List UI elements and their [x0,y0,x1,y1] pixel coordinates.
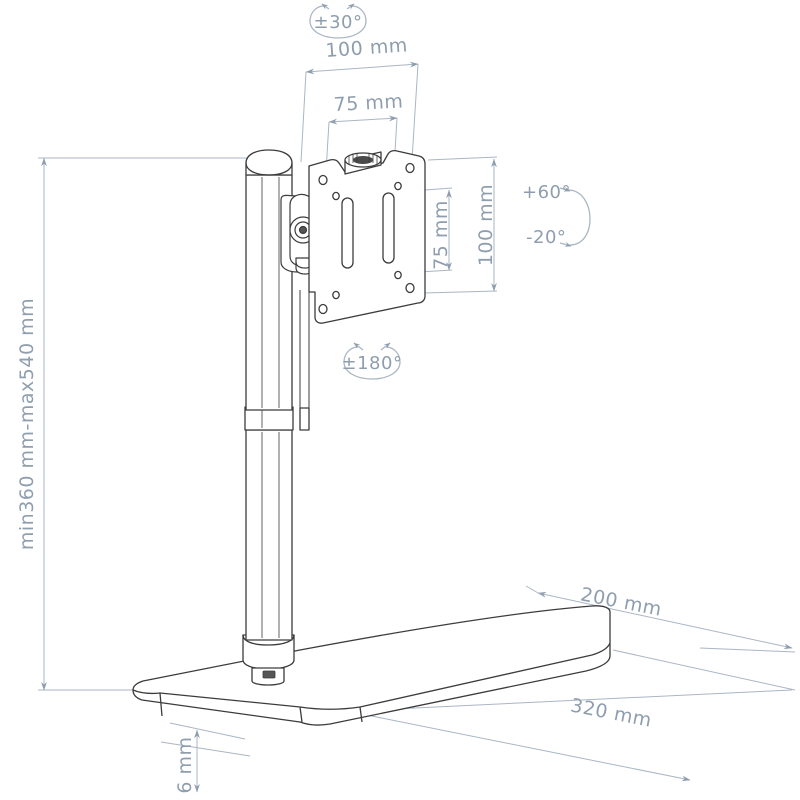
tilt-arc [567,189,591,246]
dim-line-vesa-75-width [328,115,398,125]
vesa-hole-tl [318,174,328,186]
swivel-arrow-left [321,3,330,10]
base-plate-corner-edge [159,692,163,717]
vesa-thumbscrew-knurl [348,153,378,164]
dim-line-vesa-100-width [305,61,419,75]
label-base-thickness: 6 mm [174,736,196,793]
vesa-hole-bl [318,303,328,315]
dim-line-base-depth [537,591,793,650]
base-plate-front-edge-2 [359,706,363,723]
vesa-thumbscrew-slot [353,156,373,164]
vesa-hole-inner-br [394,270,402,280]
tilt-arrow-up [559,186,571,192]
rotation-arrow-right [380,342,391,351]
ext-line-100h-top [427,156,498,161]
label-base-width: 320 mm [569,694,654,731]
ext-line-thick-bottom [160,741,251,757]
rotation-arrow-left [353,342,364,351]
label-tilt-up: +60° [522,182,571,203]
swivel-arc-top [309,5,367,39]
label-rotation: ±180° [342,353,403,374]
vesa-hole-inner-tr [394,181,402,191]
ext-line-depth-end [699,647,796,653]
vesa-hole-br [405,282,415,294]
label-vesa-100-width: 100 mm [325,34,409,62]
label-overall-height: min360 mm-max540 mm [16,298,38,550]
rotation-arc [343,346,401,380]
column-cap-seam [245,162,293,176]
angle-labels-group: ±30° ±180° +60° -20° [314,12,571,374]
label-tilt-down: -20° [526,227,566,248]
tilt-arrow-down [559,242,572,247]
ext-line-width-helper [612,649,796,691]
label-vesa-100-height: 100 mm [475,184,497,266]
vesa-hole-inner-bl [332,290,340,300]
vesa-hole-inner-tl [332,191,340,201]
vesa-hole-tr [405,162,415,174]
vesa-slot-left [341,197,354,269]
ext-line-100w-right [411,63,419,161]
base-plate-front-edge [299,706,303,723]
column-rail-stop [299,407,310,431]
ext-line-100h-bottom [423,290,498,294]
ext-line-thick-top [169,722,246,740]
base-plate-body [132,605,611,726]
ext-line-100w-left [300,71,307,163]
vesa-slot-right [382,192,395,264]
angle-annotations-group [309,3,591,380]
dimension-labels-group: 100 mm 75 mm 75 mm 100 mm min360 mm-max5… [16,34,664,793]
dim-line-base-width [326,705,691,782]
label-vesa-75-width: 75 mm [333,90,404,116]
tilt-pivot-center [298,225,308,235]
swivel-arrow-right [346,3,355,10]
ext-line-depth-start [525,585,546,598]
column-foot-logo [262,670,276,679]
base-plate-top-edge [132,642,611,710]
base-plate [132,605,611,726]
vesa-plate [308,149,426,324]
column-cap [245,149,293,176]
ext-line-75h-top [424,187,453,191]
label-swivel-top: ±30° [314,12,363,33]
label-vesa-75-height: 75 mm [430,200,452,270]
column-lower-tube [245,429,293,641]
